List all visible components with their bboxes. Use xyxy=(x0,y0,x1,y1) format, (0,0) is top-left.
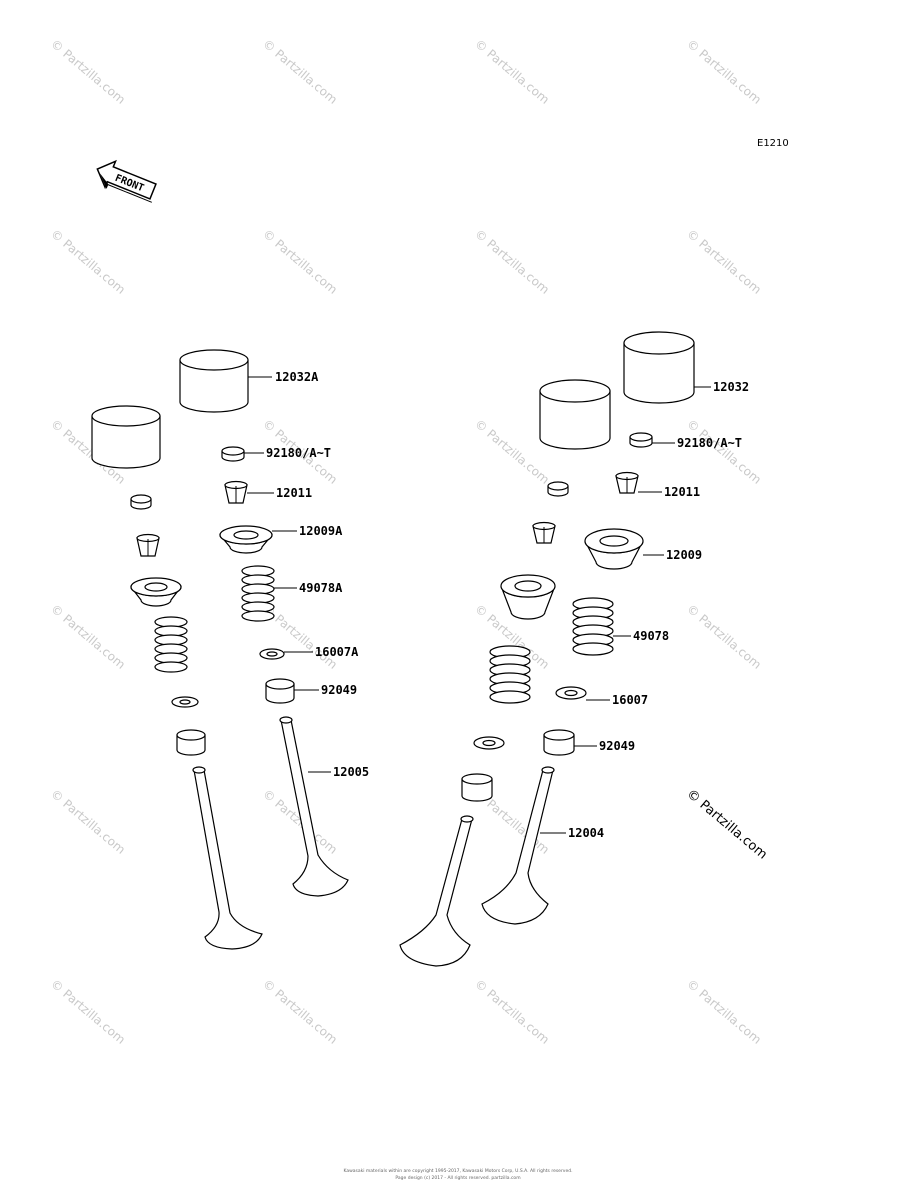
label-12011-left[interactable]: 12011 xyxy=(276,486,312,500)
watermark: © Partzilla.com xyxy=(48,37,128,107)
label-92180-left[interactable]: 92180/A~T xyxy=(266,446,331,460)
retainer-12009 xyxy=(584,528,644,570)
seat-16007 xyxy=(555,686,587,700)
spring-front-left xyxy=(154,616,188,673)
watermark: © Partzilla.com xyxy=(48,602,128,672)
valve-front-left xyxy=(192,766,263,950)
seal-front-right xyxy=(461,773,493,802)
label-12005[interactable]: 12005 xyxy=(333,765,369,779)
label-49078[interactable]: 49078 xyxy=(633,629,669,643)
watermark: © Partzilla.com xyxy=(684,602,764,672)
label-12009[interactable]: 12009 xyxy=(666,548,702,562)
label-16007[interactable]: 16007 xyxy=(612,693,648,707)
label-92180-right[interactable]: 92180/A~T xyxy=(677,436,742,450)
shim-92180-right xyxy=(629,432,653,448)
shim-front-right xyxy=(547,481,569,497)
spring-49078 xyxy=(572,597,614,656)
spring-front-right xyxy=(489,645,531,704)
seal-92049-right xyxy=(543,729,575,756)
tappet-front-left xyxy=(91,405,161,469)
watermark: © Partzilla.com xyxy=(260,977,340,1047)
watermark: © Partzilla.com xyxy=(260,602,340,672)
footer-design: Page design (c) 2017 - All rights reserv… xyxy=(395,1175,520,1181)
shim-92180-left xyxy=(221,446,245,462)
watermark: © Partzilla.com xyxy=(684,977,764,1047)
watermark: © Partzilla.com xyxy=(48,227,128,297)
valve-12005 xyxy=(279,716,349,897)
footer-copyright: Kawasaki materials within are copyright … xyxy=(343,1168,572,1174)
seal-front-left xyxy=(176,729,206,756)
label-12011-right[interactable]: 12011 xyxy=(664,485,700,499)
valve-12004 xyxy=(481,766,555,925)
front-arrow-icon: FRONT xyxy=(96,159,157,203)
watermark: © Partzilla.com xyxy=(684,37,764,107)
retainer-front-left xyxy=(130,577,182,607)
watermark: © Partzilla.com xyxy=(472,977,552,1047)
tappet-front-right xyxy=(539,379,611,450)
retainer-12009A xyxy=(219,525,273,554)
retainer-front-right xyxy=(500,574,556,620)
watermark: © Partzilla.com xyxy=(472,227,552,297)
label-49078A[interactable]: 49078A xyxy=(299,581,343,595)
watermark: © Partzilla.com xyxy=(684,227,764,297)
seat-front-right xyxy=(473,736,505,750)
seat-16007A xyxy=(259,648,285,660)
cotter-12011-right xyxy=(615,471,639,494)
spring-49078A xyxy=(241,565,275,622)
watermark: © Partzilla.com xyxy=(684,417,764,487)
watermark: © Partzilla.com xyxy=(260,37,340,107)
tappet-12032A xyxy=(179,349,249,413)
label-16007A[interactable]: 16007A xyxy=(315,645,359,659)
leader-lines xyxy=(244,376,711,834)
cotter-12011-left xyxy=(224,480,248,504)
watermark: © Partzilla.com xyxy=(472,37,552,107)
label-92049-right[interactable]: 92049 xyxy=(599,739,635,753)
seal-92049-left xyxy=(265,678,295,704)
label-12009A[interactable]: 12009A xyxy=(299,524,343,538)
label-12032[interactable]: 12032 xyxy=(713,380,749,394)
seat-front-left xyxy=(171,696,199,708)
watermark-large: © Partzilla.com xyxy=(683,787,769,863)
watermark: © Partzilla.com xyxy=(260,227,340,297)
watermark: © Partzilla.com xyxy=(48,977,128,1047)
tappet-12032 xyxy=(623,331,695,404)
label-92049-left[interactable]: 92049 xyxy=(321,683,357,697)
cotter-front-left xyxy=(136,533,160,557)
diagram-code: E1210 xyxy=(757,138,789,149)
shim-front-left xyxy=(130,494,152,510)
label-12004[interactable]: 12004 xyxy=(568,826,604,840)
label-12032A[interactable]: 12032A xyxy=(275,370,319,384)
cotter-front-right xyxy=(532,521,556,544)
watermark: © Partzilla.com xyxy=(48,787,128,857)
valve-front-right xyxy=(399,815,474,967)
